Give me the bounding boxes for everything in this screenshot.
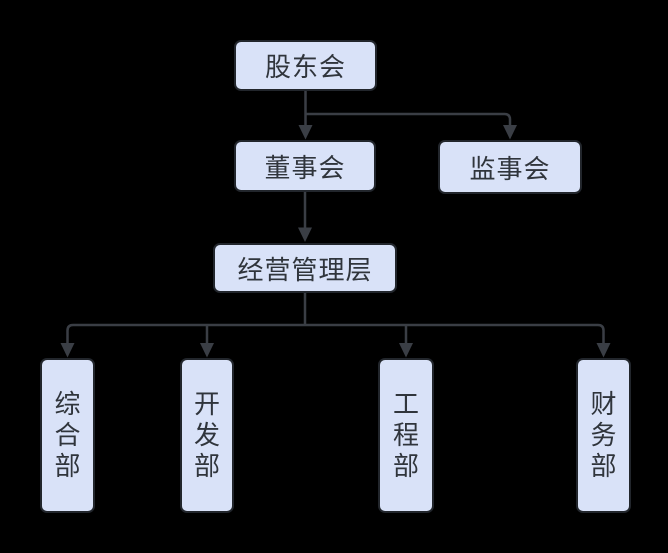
node-label: 开发部 [193,389,220,481]
node-label: 经营管理层 [237,254,373,285]
node-finance-dept: 财务部 [576,358,631,513]
node-label: 股东会 [264,52,346,82]
node-board-of-directors: 董事会 [234,140,376,192]
node-management-team: 经营管理层 [213,243,397,293]
arrowhead-management [298,227,312,242]
node-label: 工程部 [392,389,419,481]
edge-shareholders-to-supervisors [305,112,512,126]
arrowhead-general [60,343,75,358]
node-shareholders-meeting: 股东会 [234,40,377,91]
node-label: 财务部 [590,389,617,481]
node-label: 综合部 [54,389,81,481]
node-development-dept: 开发部 [180,358,234,513]
node-label: 董事会 [264,152,346,183]
node-label: 监事会 [469,153,551,184]
arrowhead-board [298,125,313,140]
edge-distribution-bar [66,323,605,344]
arrowhead-development [200,343,214,358]
node-supervisory-board: 监事会 [438,140,582,194]
arrowhead-supervisors [503,125,517,140]
arrowhead-engineering [399,343,413,358]
arrowhead-finance [596,343,611,358]
node-engineering-dept: 工程部 [378,358,434,513]
node-general-affairs-dept: 综合部 [40,358,95,513]
